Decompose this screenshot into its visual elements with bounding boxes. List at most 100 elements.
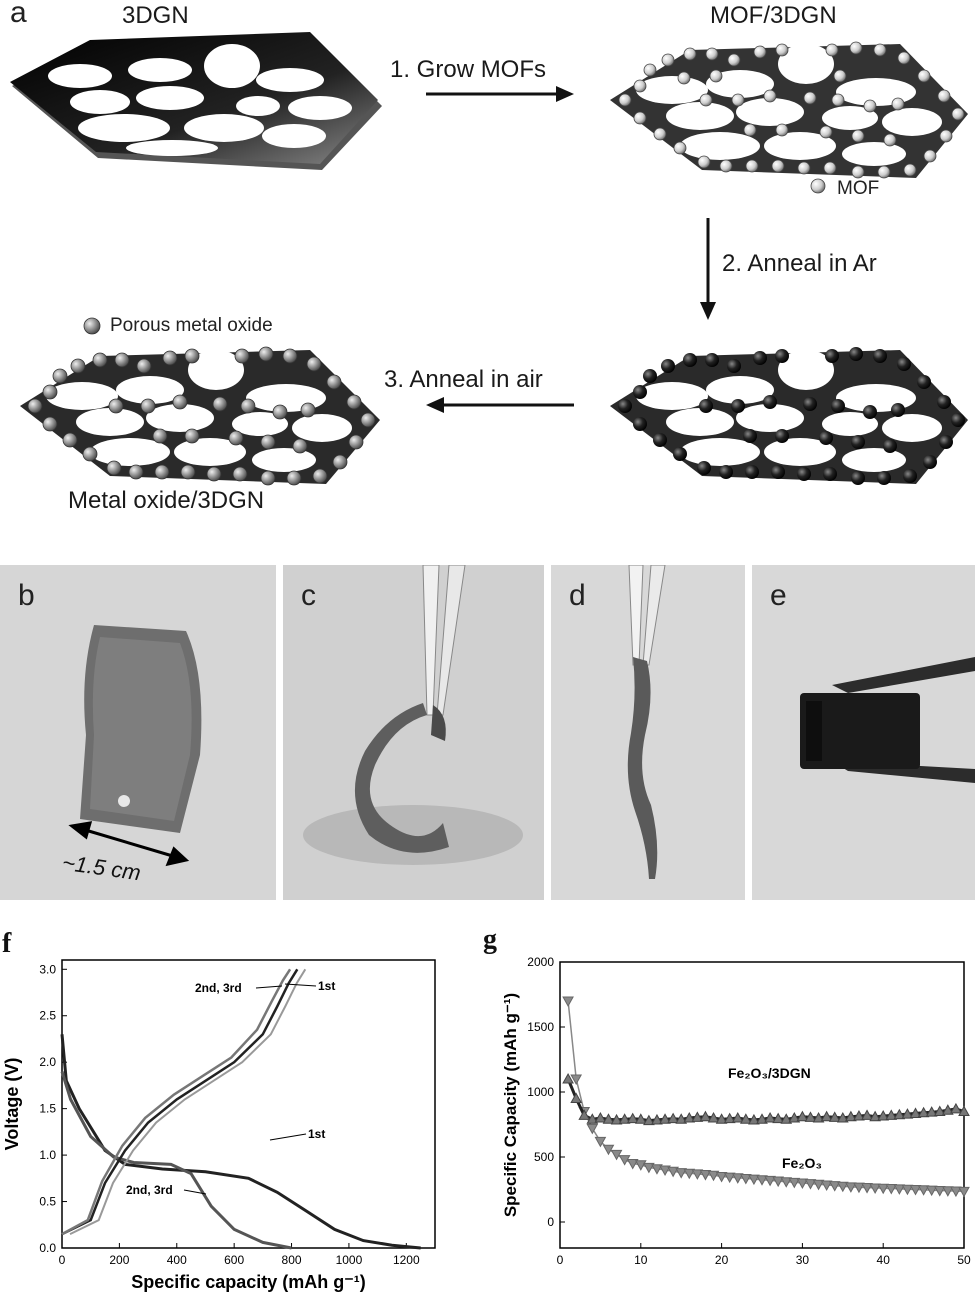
fe2o3-3dgn-point [950, 1102, 962, 1114]
fe2o3-point [691, 1169, 704, 1180]
x-tick-label: 400 [167, 1253, 187, 1267]
fe2o3-3dgn-point [570, 1092, 583, 1103]
curve-discharge-1st [60, 1034, 421, 1250]
fe2o3-point [586, 1123, 599, 1135]
curve-discharge-2nd-3rd [60, 1071, 292, 1250]
fe2o3-point [901, 1184, 914, 1196]
mof-legend-label: MOF [837, 178, 880, 199]
fe2o3-point [683, 1168, 696, 1180]
fe2o3-3dgn-point [675, 1113, 688, 1124]
fe2o3-3dgn-point [578, 1109, 591, 1120]
fe2o3-3dgn-point [845, 1110, 857, 1122]
fe2o3-point [723, 1172, 736, 1184]
y-tick-label: 0.0 [39, 1241, 56, 1255]
fe2o3-3dgn-point [804, 1111, 817, 1122]
fe2o3-3dgn-point [780, 1113, 793, 1124]
fe2o3-3dgn-point [586, 1113, 599, 1124]
photo-panel-c: c [283, 565, 544, 900]
series-2-label: Fe₂O₃ [782, 1155, 822, 1171]
fe2o3-point [853, 1182, 865, 1194]
fe2o3-3dgn-point [772, 1112, 785, 1124]
fe2o3-3dgn-point [764, 1111, 776, 1123]
fe2o3-3dgn-point [869, 1110, 881, 1122]
fe2o3-point [861, 1183, 873, 1194]
annotation-leader [269, 1133, 307, 1141]
fe2o3-3dgn-point [893, 1108, 906, 1120]
fe2o3-3dgn-point [788, 1111, 801, 1123]
annotation-1st-discharge: 1st [308, 1127, 325, 1141]
fe2o3-point [626, 1159, 639, 1170]
fe2o3-3dgn-point [796, 1110, 809, 1122]
x-tick-label: 1200 [393, 1253, 420, 1267]
panel-e-label: e [770, 579, 787, 612]
graphene-sheet [10, 32, 382, 170]
y-tick-label: 2000 [527, 955, 554, 969]
fe2o3-3dgn-point [933, 1105, 946, 1116]
fe2o3-point [941, 1186, 954, 1197]
fe2o3-point [715, 1172, 728, 1183]
y-axis-label: Voltage (V) [2, 1058, 22, 1151]
y-tick-label: 1500 [527, 1020, 554, 1034]
fe2o3-3dgn-point [909, 1107, 922, 1118]
fe2o3-point [780, 1177, 793, 1188]
fe2o3-point [748, 1174, 760, 1186]
x-tick-label: 0 [59, 1253, 66, 1267]
fe2o3-point [933, 1186, 946, 1197]
fe2o3-3dgn-point [723, 1112, 736, 1124]
fe2o3-3dgn-point [715, 1113, 728, 1124]
series-fe2o3-line [567, 1000, 965, 1193]
panel-f-label: f [2, 928, 12, 959]
series-1-label: Fe₂O₃/3DGN [728, 1065, 811, 1081]
fe2o3-point [845, 1182, 857, 1193]
fe2o3-point [869, 1183, 881, 1194]
x-tick-label: 0 [557, 1253, 564, 1267]
fe2o3-3dgn-point [707, 1111, 720, 1123]
x-tick-label: 10 [634, 1253, 648, 1267]
fe2o3-point [699, 1170, 712, 1181]
fe2o3-point [651, 1164, 663, 1175]
x-tick-label: 600 [224, 1253, 244, 1267]
curve-charge-3rd [69, 968, 307, 1235]
step-3-label: 3. Anneal in air [384, 366, 543, 393]
annotation-leader [284, 983, 317, 987]
mof-sheet [610, 41, 968, 194]
y-tick-label: 2.0 [39, 1055, 56, 1069]
fe2o3-point [675, 1168, 688, 1179]
fe2o3-3dgn-point [885, 1109, 898, 1120]
fe2o3-point [828, 1181, 841, 1192]
fe2o3-3dgn-point [562, 1072, 574, 1084]
x-tick-label: 40 [877, 1253, 891, 1267]
fe2o3-point [731, 1173, 744, 1184]
fe2o3-point [885, 1183, 898, 1195]
fe2o3-3dgn-point [739, 1113, 752, 1124]
fe2o3-point [788, 1177, 801, 1189]
y-tick-label: 0 [547, 1215, 554, 1229]
fe2o3-point [772, 1176, 785, 1188]
mof-network-title: MOF/3DGN [710, 2, 837, 29]
x-tick-label: 30 [796, 1253, 810, 1267]
fe2o3-point [796, 1178, 809, 1190]
y-tick-label: 2.5 [39, 1009, 56, 1023]
step-2-label: 2. Anneal in Ar [722, 250, 877, 277]
fe2o3-3dgn-point [853, 1110, 865, 1121]
fe2o3-3dgn-point [626, 1112, 639, 1124]
fe2o3-point [917, 1185, 930, 1196]
fe2o3-3dgn-point [731, 1111, 744, 1123]
fe2o3-point [877, 1183, 890, 1195]
metal-oxide-sheet [20, 317, 380, 486]
photo-panel-d: d [551, 565, 745, 900]
annotation-leader [255, 985, 283, 989]
fe2o3-point [836, 1181, 849, 1193]
fe2o3-point [950, 1186, 962, 1198]
fe2o3-point [570, 1074, 583, 1086]
y-axis-label: Specific Capacity (mAh g⁻¹) [501, 993, 520, 1217]
fe2o3-3dgn-point [659, 1113, 671, 1124]
y-tick-label: 1.5 [39, 1102, 56, 1116]
fe2o3-point [764, 1175, 776, 1187]
fe2o3-point [562, 996, 574, 1008]
fe2o3-point [925, 1185, 938, 1197]
panel-a-diagram [10, 32, 968, 486]
fe2o3-3dgn-point [651, 1113, 663, 1125]
